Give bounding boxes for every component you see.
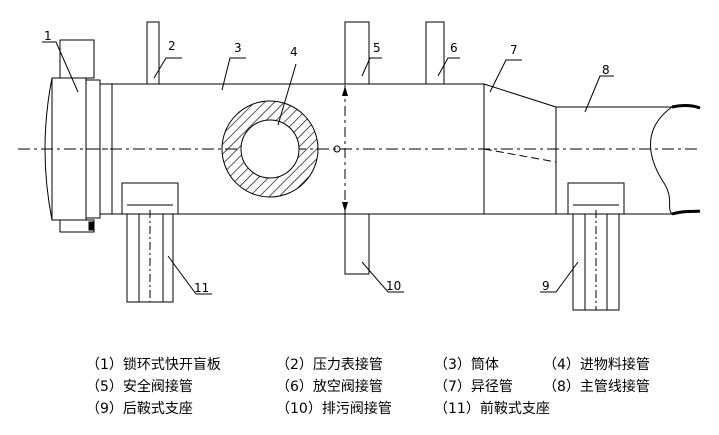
- callout-8: 8: [602, 63, 610, 77]
- legend-item-1: （1）锁环式快开盲板: [86, 357, 221, 373]
- callout-1: 1: [44, 29, 52, 43]
- vent-valve-nozzle: [426, 22, 444, 84]
- callout-6: 6: [450, 41, 458, 55]
- rear-saddle-support: [568, 183, 624, 310]
- legend-item-8: （8）主管线接管: [543, 379, 650, 395]
- legend-item-11: （11）前鞍式支座: [434, 401, 550, 417]
- callout-10: 10: [386, 279, 401, 293]
- main-line-pipe: [556, 105, 700, 214]
- front-saddle-support: [122, 183, 178, 302]
- leader-lines: [42, 42, 614, 294]
- pressure-gauge-nozzle: [147, 22, 159, 84]
- callout-9: 9: [542, 279, 550, 293]
- legend-item-3: （3）筒体: [434, 357, 499, 373]
- legend-item-7: （7）异径管: [434, 379, 513, 395]
- legend-row-3: （9）后鞍式支座 （10）排污阀接管 （11）前鞍式支座: [0, 399, 719, 419]
- callout-2: 2: [168, 39, 176, 53]
- callout-11: 11: [194, 281, 209, 295]
- legend-row-1: （1）锁环式快开盲板 （2）压力表接管 （3）筒体 （4）进物料接管: [0, 355, 719, 375]
- section-line: [334, 22, 348, 274]
- legend-row-2: （5）安全阀接管 （6）放空阀接管 （7）异径管 （8）主管线接管: [0, 377, 719, 397]
- safety-valve-nozzle: [345, 22, 369, 84]
- drain-valve-nozzle: [345, 214, 369, 274]
- legend-item-5: （5）安全阀接管: [86, 379, 193, 395]
- reducer: [484, 84, 556, 214]
- quick-opening-closure: [45, 40, 112, 232]
- callout-7: 7: [510, 43, 518, 57]
- callout-3: 3: [234, 41, 242, 55]
- legend-item-2: （2）压力表接管: [276, 357, 383, 373]
- callout-4: 4: [290, 45, 298, 59]
- feed-inlet-nozzle: [222, 101, 318, 197]
- legend-item-4: （4）进物料接管: [543, 357, 650, 373]
- parts-legend: （1）锁环式快开盲板 （2）压力表接管 （3）筒体 （4）进物料接管 （5）安全…: [0, 355, 719, 435]
- callout-5: 5: [373, 41, 381, 55]
- legend-item-9: （9）后鞍式支座: [86, 401, 193, 417]
- legend-item-10: （10）排污阀接管: [276, 401, 392, 417]
- legend-item-6: （6）放空阀接管: [276, 379, 383, 395]
